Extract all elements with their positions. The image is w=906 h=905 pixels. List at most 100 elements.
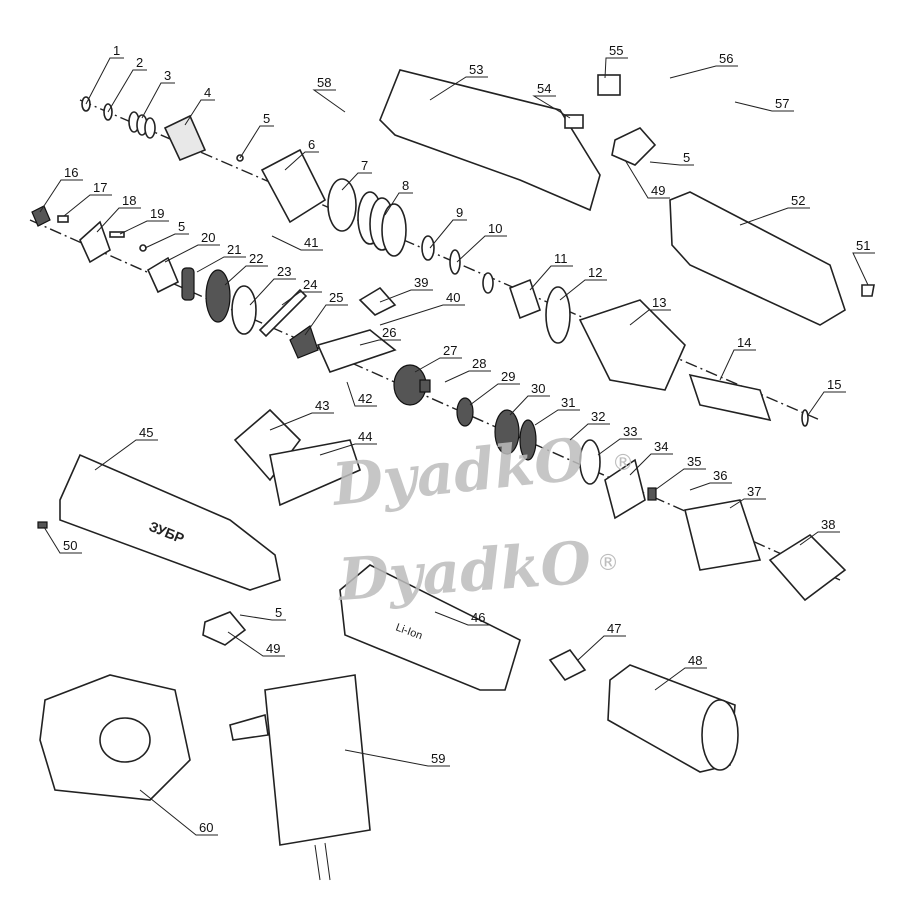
part-number-label: 56 <box>719 51 733 66</box>
leader-line <box>534 409 580 426</box>
part-number-label: 35 <box>687 454 701 469</box>
leader-line <box>429 219 467 249</box>
leader-line <box>249 278 296 306</box>
leader-line <box>597 438 642 456</box>
leader-line <box>569 423 610 441</box>
leader-line <box>807 391 846 416</box>
part-number-label: 8 <box>402 178 409 193</box>
leader-line <box>559 279 607 301</box>
leader-line <box>604 57 628 79</box>
leader-line <box>144 233 189 249</box>
leader-line <box>629 453 673 476</box>
part-number-label: 16 <box>64 165 78 180</box>
part-number-label: 1 <box>113 43 120 58</box>
leader-line <box>164 244 220 263</box>
battery <box>607 664 739 773</box>
leader-line <box>304 304 348 336</box>
housing-top <box>379 69 601 212</box>
leader-line <box>224 265 268 286</box>
leader-line <box>39 179 83 213</box>
part-number-label: 5 <box>683 150 690 165</box>
part-number-label: 28 <box>472 356 486 371</box>
part-number-label: 60 <box>199 820 213 835</box>
parts-lower <box>31 205 847 602</box>
part-number-label: 38 <box>821 517 835 532</box>
part-number-label: 49 <box>651 183 665 198</box>
leader-line <box>96 207 141 233</box>
part-number-label: 57 <box>775 96 789 111</box>
part-number-label: 19 <box>150 206 164 221</box>
part-number-label: 59 <box>431 751 445 766</box>
part-number-label: 6 <box>308 137 315 152</box>
part-number-label: 33 <box>623 424 637 439</box>
part-number-label: 4 <box>204 85 211 100</box>
leader-line <box>141 82 175 119</box>
watermark-logo: DyadkO ® DyadkO ® <box>327 425 634 614</box>
svg-text:®: ® <box>612 451 634 476</box>
leader-line <box>43 526 82 554</box>
part-number-label: 9 <box>456 205 463 220</box>
leader-line <box>139 789 218 836</box>
part-number-label: 29 <box>501 369 515 384</box>
part-number-label: 31 <box>561 395 575 410</box>
leader-line <box>669 65 738 79</box>
leader-line <box>184 99 215 126</box>
leader-line <box>107 69 147 113</box>
leader-line <box>629 309 671 326</box>
leader-line <box>359 339 401 346</box>
leader-line <box>719 349 756 381</box>
leader-line <box>689 482 732 491</box>
leader-line <box>271 235 323 251</box>
leader-line <box>444 370 491 383</box>
part-number-label: 5 <box>263 111 270 126</box>
leader-line <box>85 57 124 105</box>
leader-line <box>577 635 626 661</box>
leader-line <box>799 531 840 546</box>
handle-grip: Li-Ion <box>339 564 521 691</box>
part-number-label: 49 <box>266 641 280 656</box>
leader-line <box>379 304 465 326</box>
leader-line <box>509 395 550 416</box>
part-number-label: 22 <box>249 251 263 266</box>
leader-line <box>469 383 520 406</box>
leader-line <box>344 749 450 767</box>
part-number-label: 3 <box>164 68 171 83</box>
part-number-label: 13 <box>652 295 666 310</box>
part-number-label: 14 <box>737 335 751 350</box>
leader-line <box>63 194 112 217</box>
leader-line <box>456 235 507 263</box>
part-number-label: 21 <box>227 242 241 257</box>
charger-base <box>39 674 191 801</box>
part-number-label: 58 <box>317 75 331 90</box>
part-number-label: 17 <box>93 180 107 195</box>
part-number-label: 42 <box>358 391 372 406</box>
small-parts <box>37 74 875 646</box>
part-number-label: 27 <box>443 343 457 358</box>
part-number-label: 43 <box>315 398 329 413</box>
svg-text:DyadkO: DyadkO <box>334 528 593 614</box>
charger-adapter <box>229 674 371 881</box>
part-number-label: 48 <box>688 653 702 668</box>
leader-line <box>739 207 810 226</box>
leader-line <box>654 667 707 691</box>
leader-line <box>434 611 490 626</box>
part-number-label: 25 <box>329 290 343 305</box>
leader-line <box>196 256 246 273</box>
part-number-label: 34 <box>654 439 668 454</box>
part-number-label: 51 <box>856 238 870 253</box>
leader-line <box>429 76 488 101</box>
part-number-label: 5 <box>178 219 185 234</box>
part-number-label: 55 <box>609 43 623 58</box>
part-number-label: 44 <box>358 429 372 444</box>
leader-line <box>269 412 334 431</box>
leader-line <box>384 192 413 216</box>
leader-line <box>94 439 158 471</box>
leader-line <box>346 381 377 407</box>
part-number-label: 37 <box>747 484 761 499</box>
housing-right <box>669 191 846 326</box>
leader-line <box>119 220 169 235</box>
part-number-label: 32 <box>591 409 605 424</box>
leader-line <box>649 161 694 166</box>
part-number-label: 2 <box>136 55 143 70</box>
